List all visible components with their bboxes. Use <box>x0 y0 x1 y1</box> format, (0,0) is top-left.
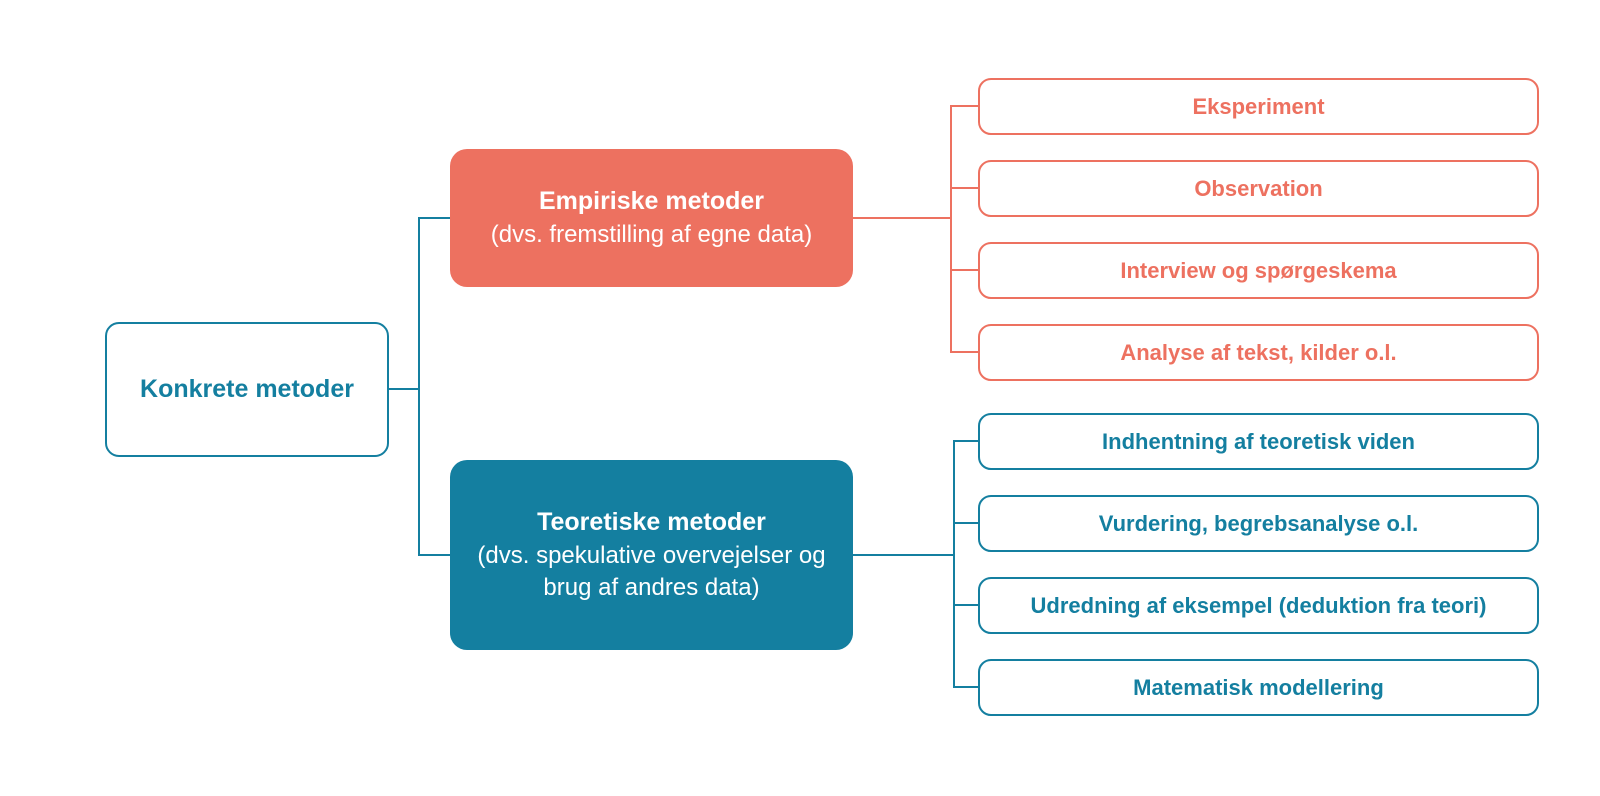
leaf-node-interview-og-spoergeskema: Interview og spørgeskema <box>978 242 1539 299</box>
branch-theoretical-subtitle: (dvs. spekulative overvejelser og brug a… <box>477 541 826 601</box>
connector-empirical-trunk <box>950 105 952 353</box>
connector-theoretical-feeder <box>853 554 953 556</box>
leaf-node-indhentning-af-teoretisk-viden: Indhentning af teoretisk viden <box>978 413 1539 470</box>
connector-left-trunk <box>418 217 420 556</box>
branch-empirical-subtitle: (dvs. fremstilling af egne data) <box>490 220 813 248</box>
leaf-label: Analyse af tekst, kilder o.l. <box>1120 339 1397 365</box>
root-node-label: Konkrete metoder <box>140 375 354 403</box>
connector-tick-interview <box>950 269 978 271</box>
leaf-label: Eksperiment <box>1192 93 1325 119</box>
root-node-konkrete-metoder: Konkrete metoder <box>105 322 389 457</box>
leaf-label: Interview og spørgeskema <box>1120 257 1397 283</box>
connector-branch-theoretical <box>418 554 450 556</box>
connector-tick-analyse <box>950 351 978 353</box>
leaf-label: Udredning af eksempel (deduktion fra teo… <box>1030 592 1487 618</box>
leaf-node-eksperiment: Eksperiment <box>978 78 1539 135</box>
connector-branch-empirical <box>418 217 450 219</box>
connector-tick-eksperiment <box>950 105 978 107</box>
leaf-node-matematisk-modellering: Matematisk modellering <box>978 659 1539 716</box>
leaf-node-udredning-af-eksempel: Udredning af eksempel (deduktion fra teo… <box>978 577 1539 634</box>
branch-node-theoretical: Teoretiske metoder (dvs. spekulative ove… <box>450 460 853 650</box>
leaf-label: Observation <box>1194 175 1323 201</box>
leaf-node-vurdering-begrebsanalyse: Vurdering, begrebsanalyse o.l. <box>978 495 1539 552</box>
connector-tick-observation <box>950 187 978 189</box>
leaf-label: Vurdering, begrebsanalyse o.l. <box>1098 510 1419 536</box>
branch-empirical-title: Empiriske metoder <box>538 187 765 216</box>
connector-root-feeder <box>389 388 418 390</box>
leaf-node-observation: Observation <box>978 160 1539 217</box>
connector-theoretical-trunk <box>953 440 955 688</box>
connector-tick-indhentning <box>953 440 978 442</box>
branch-node-empirical: Empiriske metoder (dvs. fremstilling af … <box>450 149 853 287</box>
connector-tick-vurdering <box>953 522 978 524</box>
leaf-label: Matematisk modellering <box>1133 674 1384 700</box>
leaf-label: Indhentning af teoretisk viden <box>1102 428 1415 454</box>
leaf-node-analyse-af-tekst: Analyse af tekst, kilder o.l. <box>978 324 1539 381</box>
branch-theoretical-title: Teoretiske metoder <box>537 508 766 537</box>
connector-empirical-feeder <box>853 217 950 219</box>
connector-tick-matematisk <box>953 686 978 688</box>
connector-tick-udredning <box>953 604 978 606</box>
